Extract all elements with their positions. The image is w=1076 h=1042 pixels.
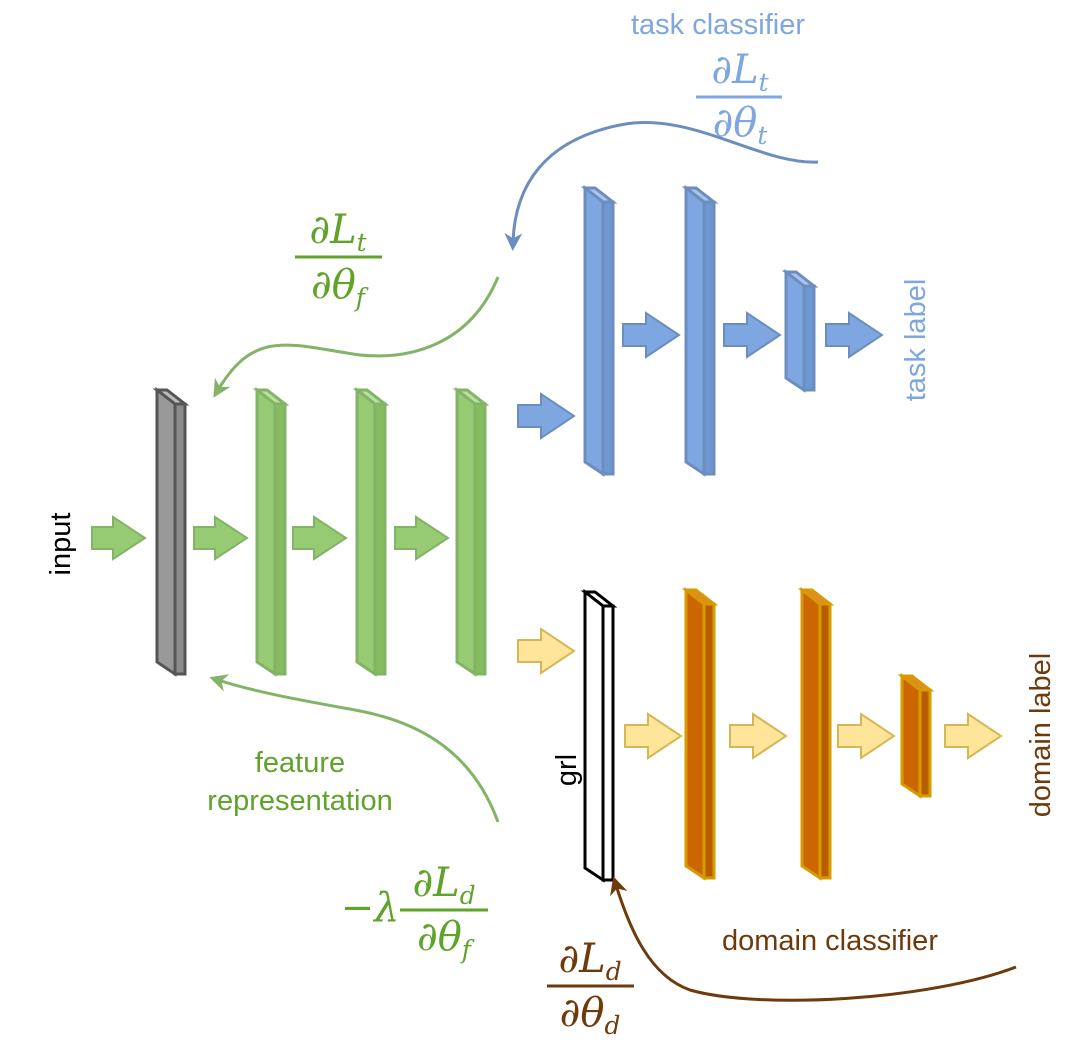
flow-arrow-task-4	[825, 311, 884, 359]
domain-layer-1	[681, 586, 719, 881]
domain-classifier-gradient: ∂Ld ∂θd	[547, 936, 634, 1040]
domain-gradient-denominator: ∂θd	[560, 990, 621, 1040]
flow-arrow-task-2	[622, 311, 681, 359]
flow-arrow-task-3	[723, 311, 782, 359]
feature-task-gradient: ∂Lt ∂θf	[295, 207, 382, 312]
task-gradient-arrow	[504, 120, 819, 251]
flow-arrow-domain-5	[944, 712, 1003, 760]
task-classifier-gradient: ∂Lt ∂θt	[696, 47, 782, 150]
task-gradient-denominator: ∂θt	[713, 100, 768, 150]
domain-gradient-arrow	[610, 876, 1017, 1002]
feature-gradient-arrow-top	[213, 276, 500, 398]
flow-arrow-domain-4	[837, 712, 896, 760]
grl-label: grl	[551, 754, 583, 786]
domain-label-text: domain label	[1025, 653, 1057, 817]
domain-layer-2	[797, 586, 835, 881]
flow-arrow-domain-2	[624, 712, 683, 760]
input-label: input	[45, 513, 77, 576]
feature-gradient-arrow-bottom	[209, 674, 500, 823]
feature-task-gradient-numerator: ∂Lt	[309, 207, 366, 257]
task-layer-2	[681, 184, 719, 477]
flow-arrow-feature-3	[394, 515, 450, 561]
feature-representation-label-line2: representation	[207, 785, 392, 817]
feature-layer-2	[352, 386, 390, 677]
feature-domain-gradient: −λ ∂Ld ∂θf	[341, 860, 488, 964]
feature-domain-gradient-prefix: −λ	[341, 885, 400, 931]
input-layer	[152, 386, 190, 677]
domain-classifier-label: domain classifier	[722, 925, 938, 957]
feature-representation-label-line1: feature	[255, 747, 345, 779]
domain-gradient-numerator: ∂Ld	[558, 936, 621, 986]
task-gradient-numerator: ∂Lt	[711, 47, 768, 97]
flow-arrow-task-1	[517, 392, 576, 440]
flow-arrow-feature-1	[193, 515, 249, 561]
task-layer-1	[580, 184, 618, 477]
task-label-text: task label	[900, 279, 932, 402]
feature-task-gradient-denominator: ∂θf	[311, 262, 369, 312]
flow-arrow-feature-2	[292, 515, 348, 561]
task-layer-3	[781, 268, 819, 393]
feature-layer-3	[452, 386, 490, 677]
feature-domain-gradient-denominator: ∂θf	[417, 914, 475, 964]
flow-arrow-input	[91, 515, 147, 561]
flow-arrow-domain-1	[517, 627, 576, 675]
grl-layer	[580, 588, 618, 883]
task-classifier-label: task classifier	[631, 9, 805, 41]
feature-layer-1	[252, 386, 290, 677]
feature-domain-gradient-numerator: ∂Ld	[412, 860, 475, 910]
domain-layer-3	[897, 672, 935, 799]
flow-arrow-domain-3	[729, 712, 788, 760]
